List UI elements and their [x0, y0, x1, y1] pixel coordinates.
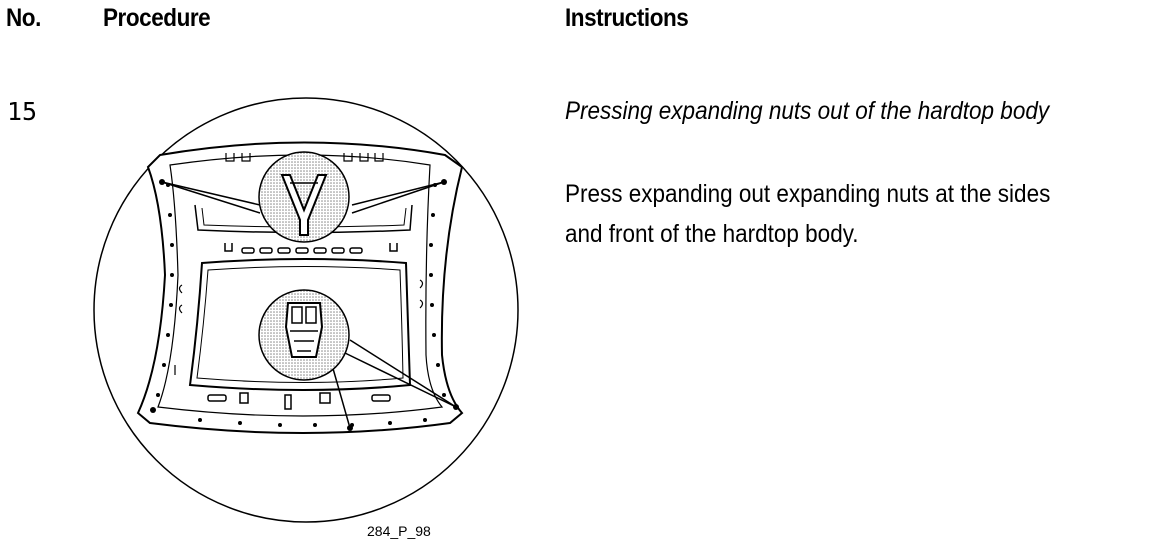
instruction-line-1: Press expanding out expanding nuts at th…: [565, 180, 1051, 208]
figure-caption: 284_P_98: [367, 523, 431, 539]
hardtop-illustration: [93, 97, 519, 523]
column-header-no: No.: [6, 4, 41, 32]
instruction-line-2: and front of the hardtop body.: [565, 220, 859, 248]
step-title: Pressing expanding nuts out of the hardt…: [565, 97, 1050, 125]
column-header-instructions: Instructions: [565, 4, 689, 32]
step-number: 15: [7, 97, 38, 126]
step-instructions: Press expanding out expanding nuts at th…: [565, 174, 1141, 254]
column-header-procedure: Procedure: [103, 4, 211, 32]
